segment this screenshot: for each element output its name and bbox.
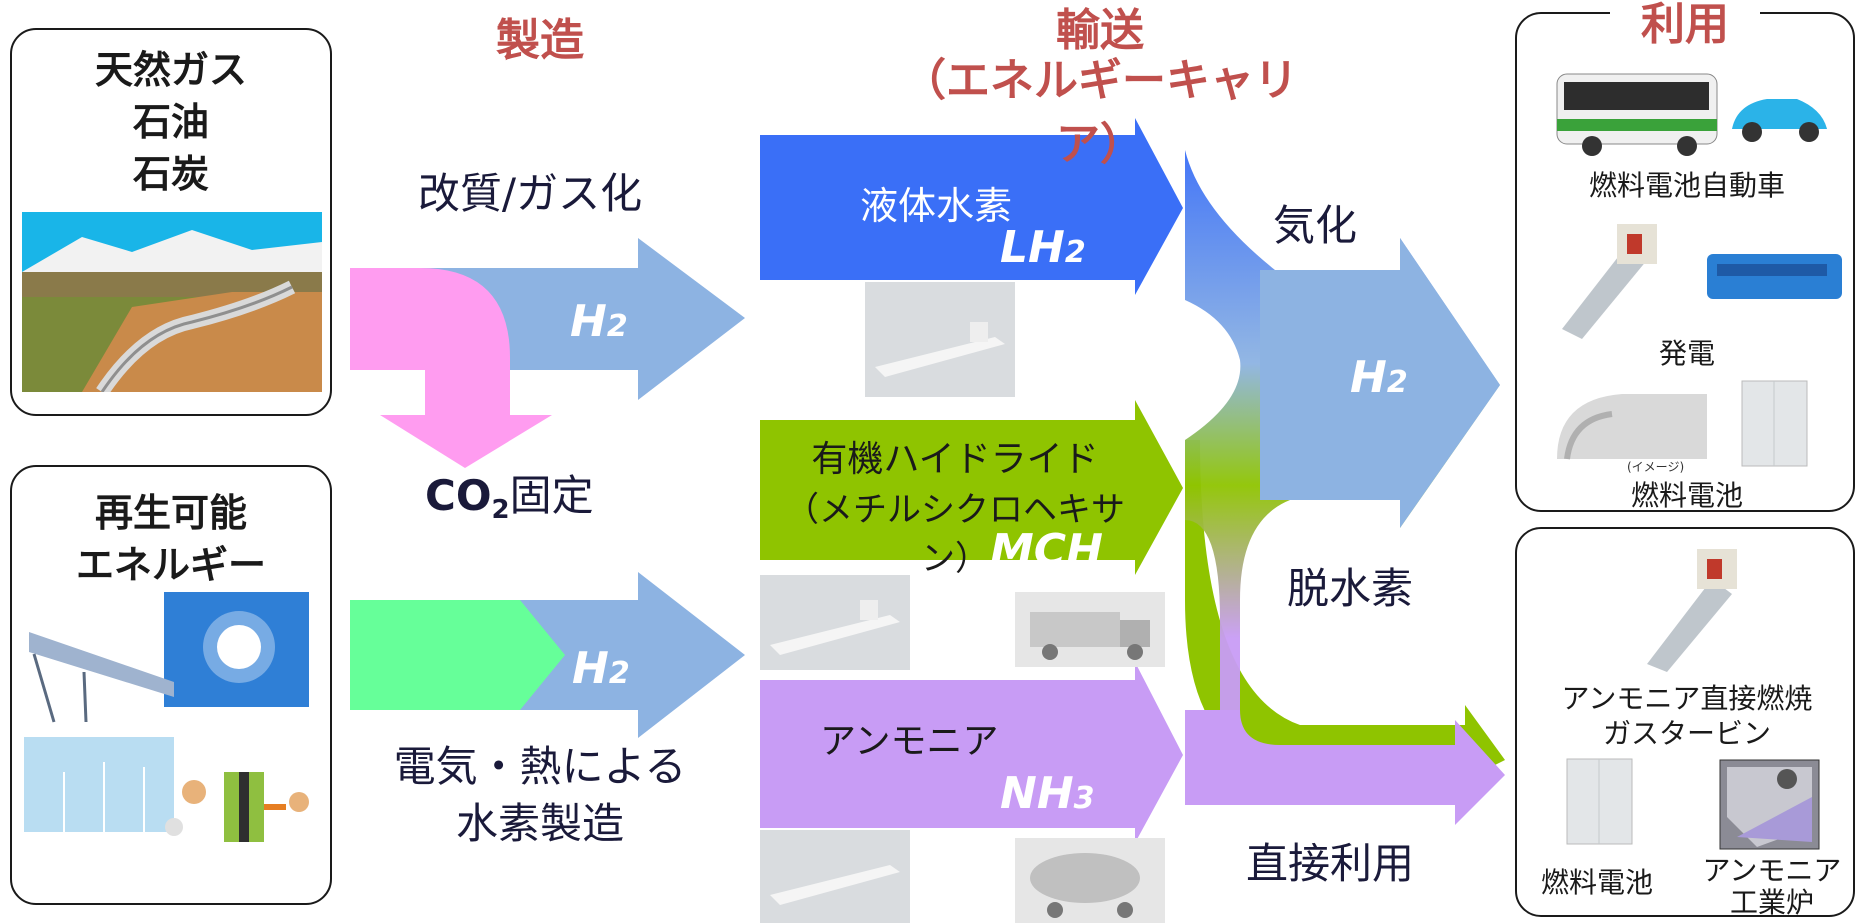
lh2-label: 液体水素: [860, 184, 1013, 228]
renewable-line2: エネルギー: [75, 543, 266, 587]
fossil-natural-gas: 天然ガス: [94, 48, 247, 92]
electric-production-line2: 水素製造: [455, 799, 624, 848]
fuel-cell-label-top: 燃料電池: [1630, 479, 1743, 512]
header-transport: 輸送: [1056, 5, 1144, 56]
mch-truck-image: [1015, 592, 1165, 667]
image-note: (イメージ): [1627, 460, 1685, 474]
fossil-oil: 石油: [132, 100, 209, 144]
gas-turbine-label-line1: アンモニア直接燃焼: [1561, 682, 1813, 715]
lh2-ship-image: [865, 282, 1015, 397]
direct-use-label: 直接利用: [1245, 839, 1414, 888]
renewable-source-box: 再生可能 エネルギー: [10, 465, 332, 905]
co2-fixation-label: CO2固定: [425, 462, 594, 525]
electric-production-line1: 電気・熱による: [393, 742, 687, 791]
h2-symbol-fossil: H2: [570, 296, 628, 347]
mch-label-line1: 有機ハイドライド: [811, 439, 1099, 480]
nh3-ship-image: [760, 830, 910, 923]
dehydrogenate-label: 脱水素: [1286, 564, 1413, 613]
nh3-truck-image: [1015, 838, 1165, 923]
h2-symbol-merged: H2: [1350, 352, 1408, 403]
renewable-energy-image: [24, 592, 309, 842]
h2-main-arrow: [1260, 238, 1500, 528]
pipeline-landscape-image: [22, 212, 322, 392]
fossil-source-title: 天然ガス 石油 石炭: [12, 44, 330, 200]
ammonia-furnace-image: [1719, 759, 1820, 850]
reforming-label: 改質/ガス化: [417, 169, 643, 218]
nh3-direct-flow: [1185, 710, 1505, 825]
vaporize-label: 気化: [1272, 201, 1357, 250]
header-production: 製造: [496, 15, 584, 66]
fossil-coal: 石炭: [132, 152, 209, 196]
fuel-cell-bus-image: [1556, 73, 1718, 156]
co2-suffix: 固定: [509, 471, 594, 520]
usage-bottom-box: アンモニア直接燃焼 ガスタービン 燃料電池 アンモニア 工業炉: [1515, 527, 1855, 919]
fuel-cell-cabinet-image-2: [1566, 758, 1633, 845]
mch-symbol: MCH: [990, 525, 1103, 576]
renewable-arrow: [350, 600, 565, 710]
renewable-source-title: 再生可能 エネルギー: [12, 487, 330, 591]
header-usage: 利用: [1610, 0, 1760, 52]
nh3-label: アンモニア: [820, 721, 999, 762]
gas-turbine-label-line2: ガスタービン: [1602, 717, 1771, 750]
lh2-symbol: LH2: [1000, 222, 1086, 273]
ammonia-gas-turbine-image: [1647, 549, 1737, 672]
nh3-carrier-arrow: [760, 662, 1183, 843]
co2-sub: 2: [491, 495, 510, 525]
fuel-cell-label-bottom: 燃料電池: [1540, 866, 1653, 899]
furnace-label-line1: アンモニア: [1702, 854, 1842, 887]
fcv-label: 燃料電池自動車: [1588, 169, 1785, 202]
h2-symbol-renewable: H2: [572, 643, 630, 694]
usage-top-box: 燃料電池自動車 発電 (イメージ) 燃料電池: [1515, 12, 1855, 512]
fossil-source-box: 天然ガス 石油 石炭: [10, 28, 332, 416]
co2-prefix: CO: [425, 471, 492, 520]
power-label: 発電: [1658, 337, 1715, 370]
furnace-label-line2: 工業炉: [1729, 886, 1814, 919]
mch-ship-image: [760, 575, 910, 670]
fuel-cell-car-image: [1732, 99, 1827, 142]
fuel-cell-unit-image: [1557, 394, 1707, 460]
mch-carrier-arrow: [760, 400, 1183, 575]
header-transport-sub: （エネルギーキャリア）: [902, 55, 1298, 170]
co2-arrow: [350, 268, 552, 468]
power-generator-image: [1707, 254, 1842, 299]
mch-label-line2: （メチルシクロヘキサン）: [785, 490, 1125, 579]
fuel-cell-cabinet-image: [1741, 380, 1808, 467]
renewable-line1: 再生可能: [94, 491, 247, 535]
lh2-carrier-arrow: [760, 118, 1183, 295]
nh3-symbol: NH3: [1000, 768, 1095, 819]
power-turbine-image: [1562, 224, 1657, 339]
